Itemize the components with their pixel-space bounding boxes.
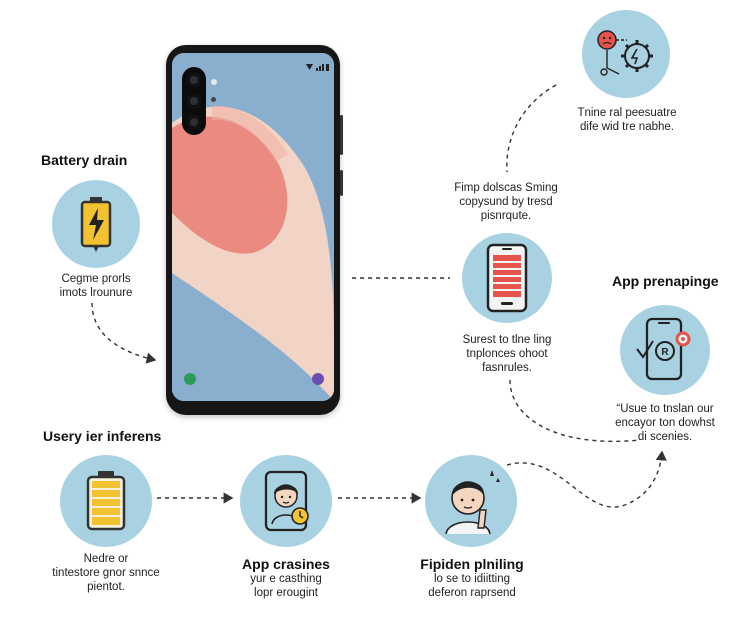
middle-top-caption: Fimp dolscas Sming copysund by tresd pis… xyxy=(454,182,558,222)
middle-bottom-caption: Surest to tlne ling tnplonces ohoot fasn… xyxy=(462,334,552,374)
battery-full-icon xyxy=(86,471,126,531)
volume-button xyxy=(340,115,343,155)
phone-app-icon[interactable] xyxy=(184,373,196,385)
app-crashes-title: App crasines xyxy=(242,556,330,572)
hidden-polling-circle xyxy=(425,455,517,547)
battery-charging-icon xyxy=(80,197,112,252)
smartphone xyxy=(166,45,343,415)
app-permission-title: App prenapinge xyxy=(612,273,719,289)
phone-battery-icon xyxy=(486,243,528,313)
connector-polling-to-right xyxy=(506,450,667,508)
user-clock-icon xyxy=(264,470,309,532)
app-crashes-circle xyxy=(240,455,332,547)
phone-screen xyxy=(172,53,334,401)
svg-text:R: R xyxy=(661,347,669,358)
app-permission-circle: R xyxy=(620,305,710,395)
sensor-dot xyxy=(211,97,216,102)
system-process-caption: Tnine ral peesuatre dife wid tre nabhe. xyxy=(577,107,677,133)
system-process-circle xyxy=(582,10,670,98)
thinking-person-icon xyxy=(445,470,500,535)
camera-module xyxy=(182,67,206,135)
phone-lock-icon: R xyxy=(636,317,691,381)
app-crashes-caption: yur e casthing lopr erougint xyxy=(250,573,322,599)
hidden-polling-title: Fipiden plniling xyxy=(420,556,524,572)
battery-drain-circle xyxy=(52,180,140,268)
usage-interference-caption: Nedre or tintestore gnor snnce pientot. xyxy=(52,553,160,593)
phone-battery-circle xyxy=(462,233,552,323)
connector-battery-to-phone xyxy=(91,302,157,364)
hidden-polling-caption: lo se to idiitting deferon raprsend xyxy=(428,573,516,599)
battery-drain-caption: Cegme prorls imots lrounure xyxy=(59,273,133,299)
gear-network-icon xyxy=(597,30,653,76)
messages-app-icon[interactable] xyxy=(312,373,324,385)
status-icons xyxy=(304,58,330,71)
power-button xyxy=(340,170,343,196)
usage-interference-title: Usery ier inferens xyxy=(43,428,162,444)
app-permission-caption: “Usue to tnslan our encayor ton dowhst d… xyxy=(615,403,715,443)
connector-top-right-to-middle xyxy=(506,84,557,173)
battery-drain-title: Battery drain xyxy=(41,152,128,168)
wallpaper xyxy=(172,53,334,401)
usage-interference-circle xyxy=(60,455,152,547)
flash-icon xyxy=(211,79,217,85)
